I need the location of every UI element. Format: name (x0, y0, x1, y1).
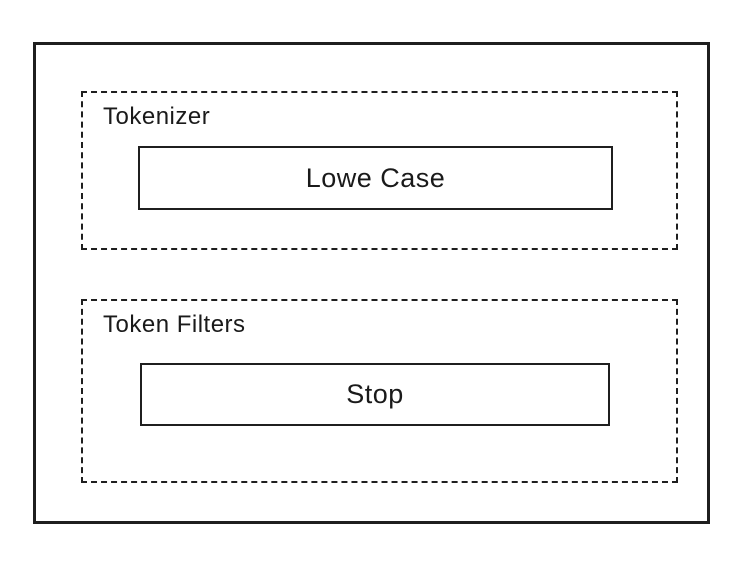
token-filters-item-box: Stop (140, 363, 610, 426)
token-filters-section-label: Token Filters (103, 311, 246, 338)
tokenizer-item-label: Lowe Case (305, 162, 446, 193)
tokenizer-item-box: Lowe Case (138, 146, 613, 210)
tokenizer-section-label: Tokenizer (103, 103, 211, 130)
analyzer-outer-box: Tokenizer Lowe Case Token Filters Stop (33, 42, 710, 524)
token-filters-section: Token Filters Stop (81, 299, 678, 483)
tokenizer-section: Tokenizer Lowe Case (81, 91, 678, 250)
token-filters-item-label: Stop (346, 379, 404, 409)
